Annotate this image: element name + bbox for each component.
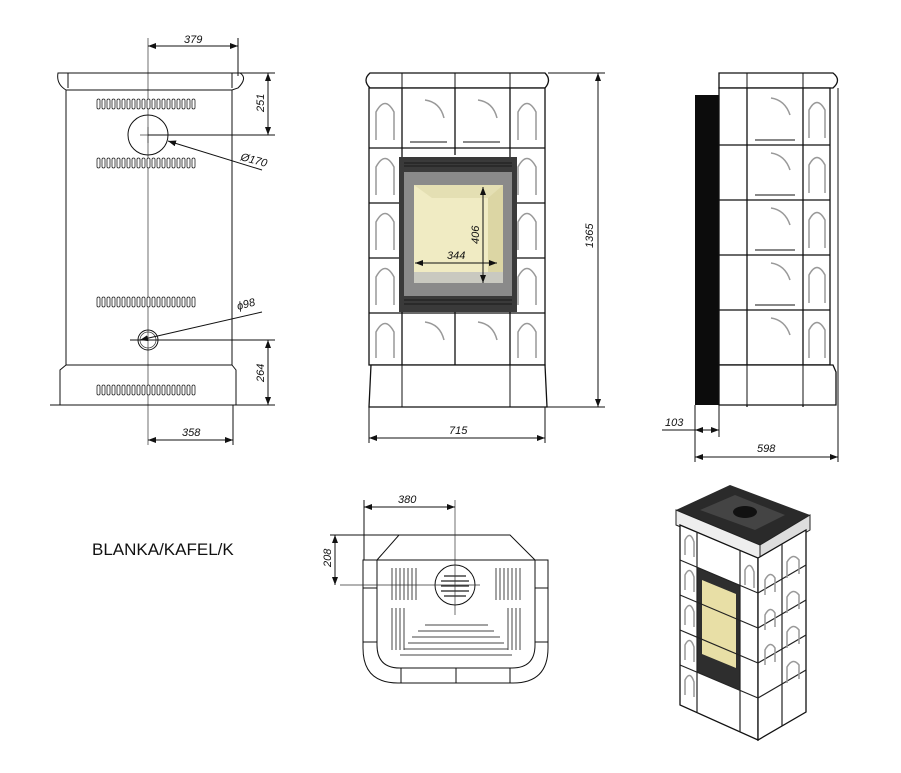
front-view: 406 344 1365 715 — [365, 72, 605, 443]
top-view: 380 208 — [322, 494, 549, 684]
side-view: 103 598 — [662, 72, 839, 462]
dim-380: 380 — [398, 494, 417, 506]
dim-1365: 1365 — [584, 223, 596, 248]
dim-251: 251 — [255, 94, 267, 113]
stove-3d-render — [675, 485, 811, 742]
dim-358: 358 — [182, 427, 201, 439]
dim-inlet-diameter: ϕ98 — [236, 296, 258, 313]
dim-379: 379 — [184, 34, 202, 46]
dim-208: 208 — [322, 548, 334, 568]
dim-103: 103 — [665, 417, 684, 429]
rear-panel — [65, 89, 233, 366]
dim-598: 598 — [757, 443, 776, 455]
rear-view: 379 251 Ø170 ϕ98 264 358 — [50, 34, 275, 445]
model-label: BLANKA/KAFEL/K — [92, 540, 234, 559]
rear-top-cap — [57, 72, 244, 91]
rear-panel-side — [695, 95, 719, 405]
dim-344: 344 — [447, 250, 465, 262]
dim-715: 715 — [449, 425, 468, 437]
dim-264: 264 — [255, 364, 267, 383]
dim-406: 406 — [470, 225, 482, 244]
